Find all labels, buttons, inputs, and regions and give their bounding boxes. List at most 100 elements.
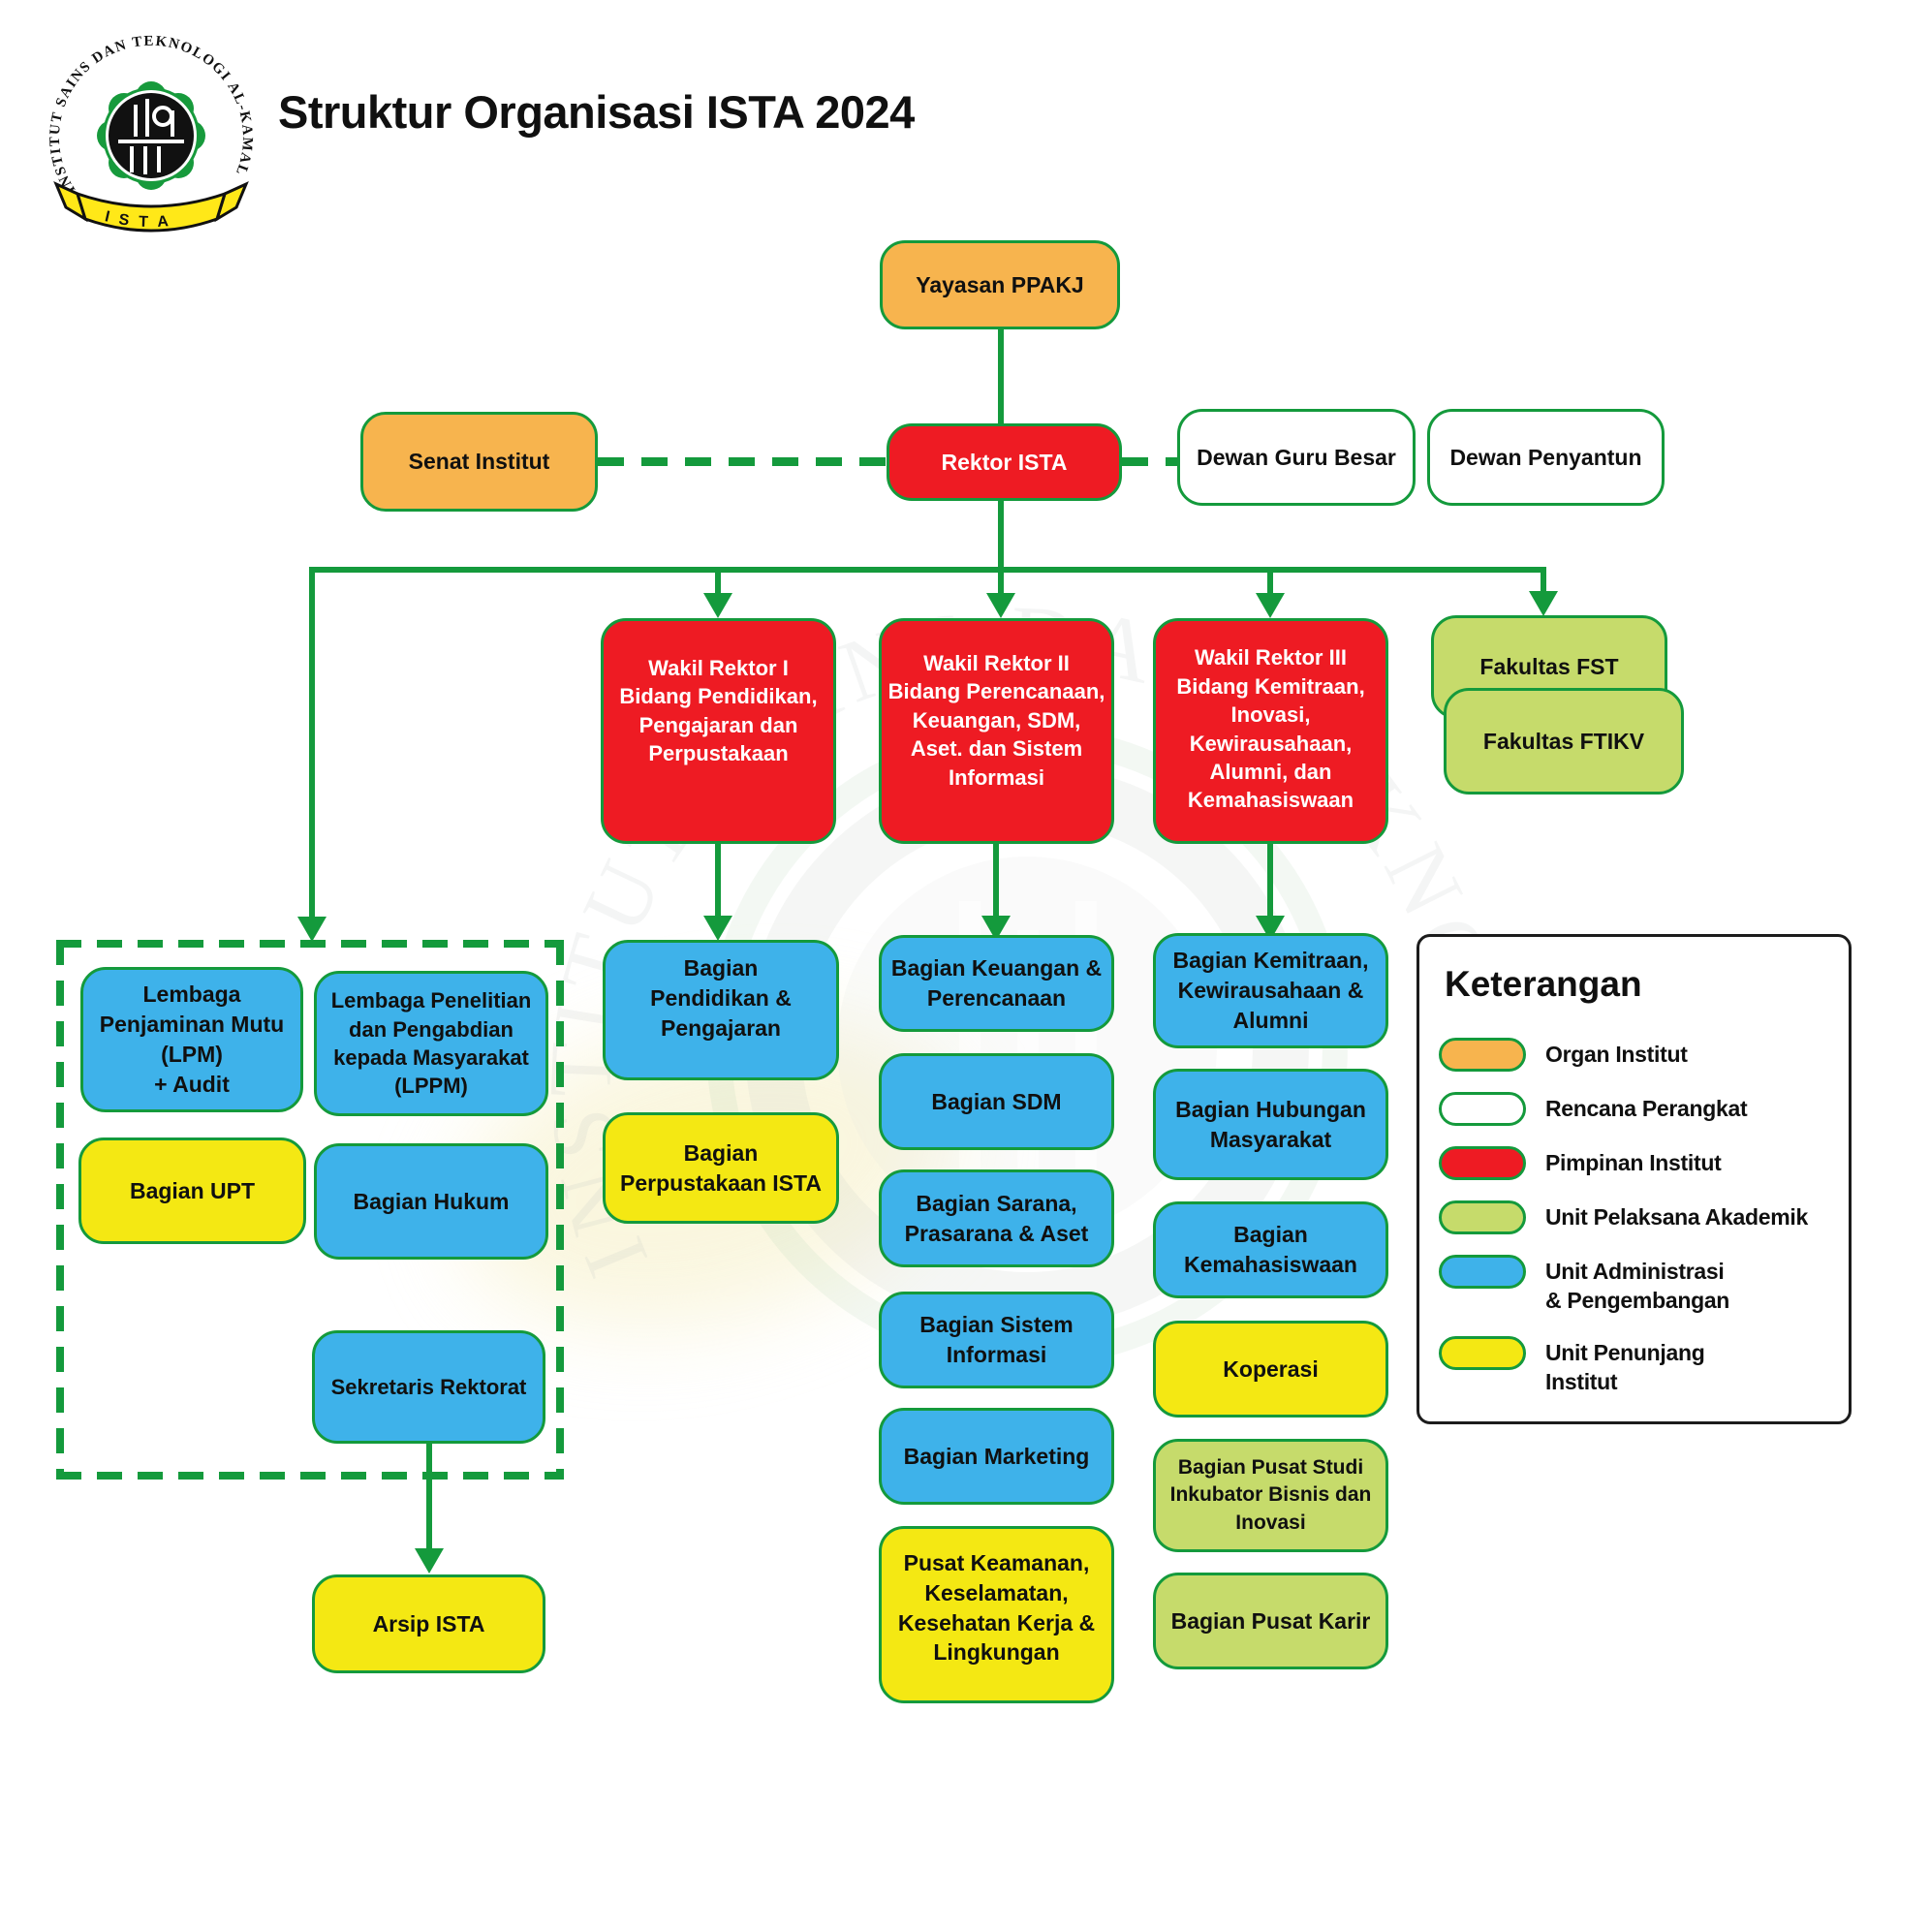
node-bagian-kemahasiswaan-label: Bagian Kemahasiswaan [1184, 1222, 1357, 1277]
connector-warek3-kemitraan [1267, 844, 1273, 916]
legend-swatch-pimpinan [1439, 1146, 1526, 1180]
legend-swatch-administrasi [1439, 1255, 1526, 1289]
legend-item-administrasi: Unit Administrasi & Pengembangan [1439, 1255, 1831, 1316]
connector-senat-rektor-dashed [598, 457, 887, 466]
node-bagian-marketing-label: Bagian Marketing [903, 1443, 1090, 1469]
node-arsip-ista: Arsip ISTA [312, 1574, 545, 1673]
node-bagian-sistem-informasi-label: Bagian Sistem Informasi [919, 1312, 1074, 1367]
node-dewan-penyantun-label: Dewan Penyantun [1449, 444, 1642, 470]
arrowhead-arsip [415, 1548, 444, 1574]
node-sekretaris-rektorat: Sekretaris Rektorat [312, 1330, 545, 1444]
node-koperasi: Koperasi [1153, 1321, 1388, 1418]
logo-ribbon: I S T A [53, 181, 249, 233]
lembaga-group-border-right [556, 940, 564, 1480]
node-fakultas-ftikv-label: Fakultas FTIKV [1482, 728, 1645, 754]
node-rektor-label: Rektor ISTA [941, 449, 1068, 475]
node-lppm: Lembaga Penelitian dan Pengabdian kepada… [314, 971, 548, 1116]
node-wakil-rektor-2-label: Wakil Rektor II Bidang Perencanaan, Keua… [887, 650, 1105, 790]
node-bagian-humas-label: Bagian Hubungan Masyarakat [1175, 1096, 1366, 1152]
legend-item-akademik: Unit Pelaksana Akademik [1439, 1200, 1831, 1234]
node-bagian-hukum: Bagian Hukum [314, 1143, 548, 1260]
node-bagian-perpustakaan-label: Bagian Perpustakaan ISTA [620, 1139, 822, 1196]
legend-label-penunjang: Unit Penunjang Institut [1545, 1339, 1705, 1394]
node-pusat-studi-inkubator-label: Bagian Pusat Studi Inkubator Bisnis dan … [1169, 1456, 1372, 1534]
node-pusat-karir: Bagian Pusat Karir [1153, 1573, 1388, 1669]
node-bagian-humas: Bagian Hubungan Masyarakat [1153, 1069, 1388, 1180]
node-lpm: Lembaga Penjaminan Mutu (LPM) + Audit [80, 967, 303, 1112]
node-rektor-ista: Rektor ISTA [887, 423, 1122, 501]
connector-branch-fakultas [1541, 570, 1546, 591]
connector-warek1-pendidikan [715, 844, 721, 916]
node-pusat-k3l: Pusat Keamanan, Keselamatan, Kesehatan K… [879, 1526, 1114, 1703]
arrowhead-pendidikan [703, 916, 732, 941]
node-bagian-upt-label: Bagian UPT [129, 1177, 256, 1203]
node-yayasan-label: Yayasan PPAKJ [916, 271, 1084, 297]
node-bagian-marketing: Bagian Marketing [879, 1408, 1114, 1505]
node-bagian-pendidikan: Bagian Pendidikan & Pengajaran [603, 940, 839, 1080]
connector-branch-warek2 [998, 570, 1004, 593]
legend-label-rencana: Rencana Perangkat [1545, 1096, 1748, 1121]
node-bagian-keuangan: Bagian Keuangan & Perencanaan [879, 935, 1114, 1032]
page-title: Struktur Organisasi ISTA 2024 [278, 86, 915, 138]
node-arsip-ista-label: Arsip ISTA [372, 1610, 485, 1636]
arrowhead-fakultas [1529, 591, 1558, 616]
lembaga-group-border-bottom [56, 1472, 564, 1480]
arrowhead-lembaga [297, 917, 327, 942]
arrowhead-warek2 [986, 593, 1015, 618]
node-wakil-rektor-2: Wakil Rektor II Bidang Perencanaan, Keua… [879, 618, 1114, 844]
legend-label-akademik: Unit Pelaksana Akademik [1545, 1204, 1808, 1230]
legend-swatch-organ [1439, 1038, 1526, 1072]
node-senat-institut: Senat Institut [360, 412, 598, 512]
legend-title: Keterangan [1445, 964, 1642, 1004]
legend-label-administrasi: Unit Administrasi & Pengembangan [1545, 1259, 1730, 1313]
node-wakil-rektor-3-label: Wakil Rektor III Bidang Kemitraan, Inova… [1176, 645, 1365, 813]
lembaga-group-border-left [56, 940, 64, 1480]
node-pusat-k3l-label: Pusat Keamanan, Keselamatan, Kesehatan K… [897, 1549, 1096, 1666]
node-koperasi-label: Koperasi [1223, 1356, 1319, 1382]
logo-calligraphy [118, 99, 184, 174]
legend-item-rencana: Rencana Perangkat [1439, 1092, 1831, 1126]
arrowhead-warek3 [1256, 593, 1285, 618]
node-wakil-rektor-3: Wakil Rektor III Bidang Kemitraan, Inova… [1153, 618, 1388, 844]
node-bagian-kemitraan-label: Bagian Kemitraan, Kewirausahaan & Alumni [1172, 948, 1369, 1033]
node-pusat-studi-inkubator: Bagian Pusat Studi Inkubator Bisnis dan … [1153, 1439, 1388, 1552]
node-fakultas-ftikv: Fakultas FTIKV [1444, 688, 1684, 795]
arrowhead-warek1 [703, 593, 732, 618]
node-dewan-guru-besar-label: Dewan Guru Besar [1197, 444, 1396, 470]
connector-rektor-dewan-dashed [1122, 457, 1177, 466]
node-bagian-upt: Bagian UPT [78, 1137, 306, 1244]
ista-logo: INSTITUT SAINS DAN TEKNOLOGI AL-KAMAL [47, 34, 254, 233]
node-bagian-pendidikan-label: Bagian Pendidikan & Pengajaran [650, 955, 792, 1041]
connector-branch-warek1 [715, 570, 721, 593]
node-bagian-sdm: Bagian SDM [879, 1053, 1114, 1150]
node-pusat-karir-label: Bagian Pusat Karir [1170, 1607, 1371, 1634]
connector-rektor-branch [998, 501, 1004, 570]
branch-line [309, 567, 1546, 573]
legend-label-organ: Organ Institut [1545, 1042, 1688, 1067]
node-wakil-rektor-1-label: Wakil Rektor I Bidang Pendidikan, Pengaj… [619, 655, 818, 765]
legend-label-pimpinan: Pimpinan Institut [1545, 1150, 1722, 1175]
node-bagian-sdm-label: Bagian SDM [931, 1088, 1062, 1114]
logo-calligraphy-disc [109, 93, 194, 178]
legend-item-organ: Organ Institut [1439, 1038, 1831, 1072]
node-yayasan-ppakj: Yayasan PPAKJ [880, 240, 1120, 329]
lembaga-group-border-top [56, 940, 564, 948]
logo-flower [97, 81, 205, 190]
node-sekretaris-rektorat-label: Sekretaris Rektorat [330, 1374, 527, 1399]
legend-item-penunjang: Unit Penunjang Institut [1439, 1335, 1831, 1397]
node-bagian-sarana-label: Bagian Sarana, Prasarana & Aset [904, 1190, 1089, 1246]
connector-warek2-keuangan [993, 844, 999, 916]
legend-swatch-penunjang [1439, 1335, 1526, 1370]
connector-branch-warek3 [1267, 570, 1273, 593]
legend-box: Keterangan Organ Institut Rencana Perang… [1416, 934, 1852, 1424]
node-lppm-label: Lembaga Penelitian dan Pengabdian kepada… [330, 988, 532, 1099]
legend-item-pimpinan: Pimpinan Institut [1439, 1146, 1831, 1180]
node-bagian-perpustakaan: Bagian Perpustakaan ISTA [603, 1112, 839, 1224]
node-fakultas-fst-label: Fakultas FST [1479, 654, 1619, 680]
node-lpm-label: Lembaga Penjaminan Mutu (LPM) + Audit [99, 982, 285, 1097]
node-bagian-kemitraan: Bagian Kemitraan, Kewirausahaan & Alumni [1153, 933, 1388, 1048]
node-bagian-kemahasiswaan: Bagian Kemahasiswaan [1153, 1201, 1388, 1298]
node-bagian-keuangan-label: Bagian Keuangan & Perencanaan [890, 955, 1103, 1011]
connector-branch-lembaga [309, 570, 315, 917]
